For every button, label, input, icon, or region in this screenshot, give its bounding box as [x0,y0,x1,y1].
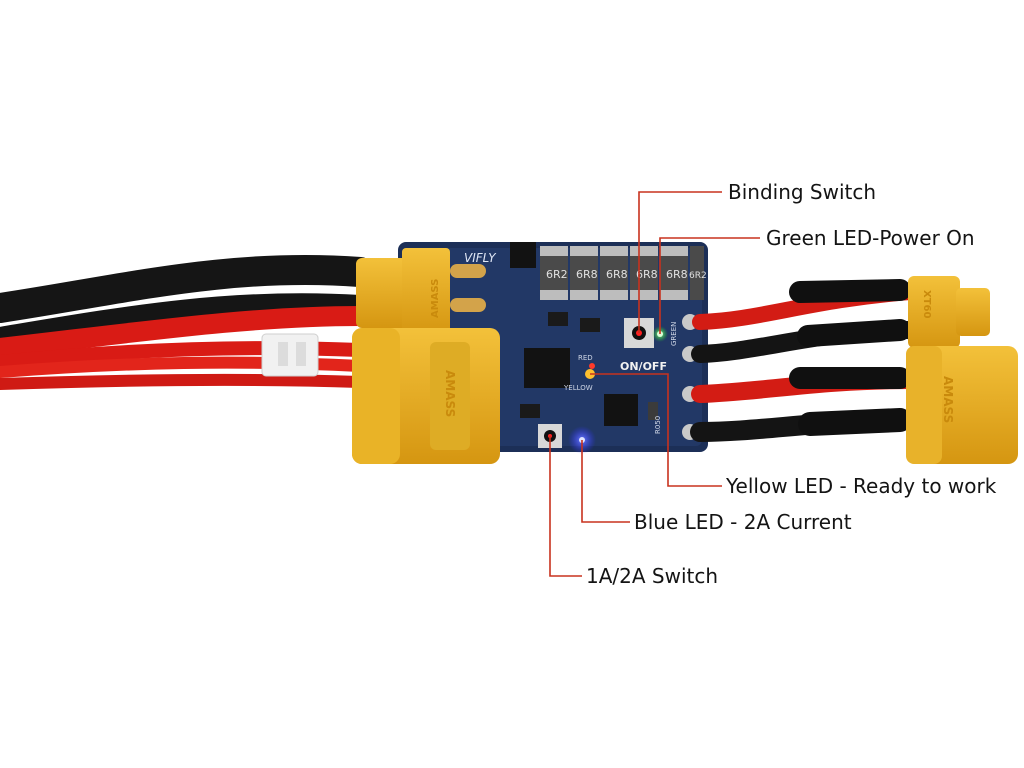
resistor-row [540,246,704,300]
left-wires [0,254,375,390]
switch-label: ON/OFF [620,360,667,373]
resistor-label-4: 6R8 [636,268,658,281]
callout-yellow-led: Yellow LED - Ready to work [726,474,997,498]
resistor-label-3: 6R8 [606,268,628,281]
resistor-label-5: 6R8 [666,268,688,281]
brand-label: VIFLY [464,251,497,265]
left-top-connector-brand: AMASS [430,279,441,318]
left-top-connector: AMASS [356,248,486,334]
current-switch-line [549,436,582,577]
binding-switch-line [638,191,722,333]
callout-current-switch: 1A/2A Switch [586,564,719,588]
yellow-led-label: YELLOW [563,384,593,392]
right-top-connector: XT60 [908,276,990,348]
resistor-label-2: 6R8 [576,268,598,281]
right-wires [690,279,920,442]
yellow-led-line [590,373,722,487]
left-bottom-connector: AMASS [352,328,500,464]
red-led-label: RED [578,354,593,362]
callout-lines [549,191,760,577]
right-bottom-connector: AMASS [906,346,1018,464]
r050-label: R050 [654,416,662,434]
callout-binding-switch: Binding Switch [728,180,877,204]
ic-chip-2 [604,394,638,426]
callout-green-led: Green LED-Power On [766,226,975,250]
green-led-label: GREEN [670,322,678,346]
right-top-connector-model: XT60 [921,290,932,318]
resistor-label-6: 6R2 [689,271,707,281]
green-led-line [659,237,760,334]
blue-led-line [581,440,630,523]
right-bottom-connector-brand: AMASS [941,376,955,423]
callout-blue-led: Blue LED - 2A Current [634,510,852,534]
balance-plug [261,333,319,377]
resistor-label-1: 6R2 [546,268,568,281]
left-bottom-connector-brand: AMASS [443,370,457,417]
ic-chip-1 [524,348,570,388]
red-led [589,363,595,369]
